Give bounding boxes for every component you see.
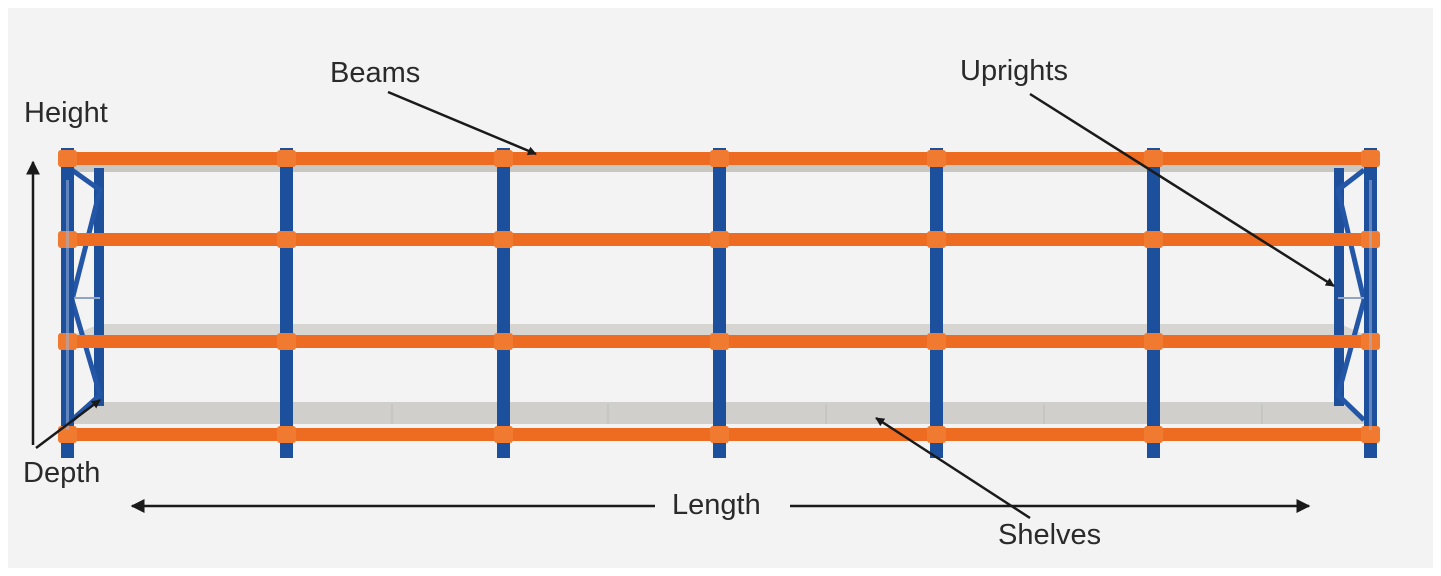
label-length: Length <box>672 489 761 521</box>
upright-front-2 <box>280 148 293 458</box>
upright-front-5 <box>930 148 943 458</box>
uprights-arrow <box>1029 92 1335 288</box>
label-height: Height <box>24 97 108 129</box>
label-depth: Depth <box>23 457 100 489</box>
label-beams: Beams <box>330 57 420 89</box>
annotation-arrows <box>26 90 1335 520</box>
rear-uprights <box>94 168 1344 406</box>
shelves-arrow <box>875 416 1031 520</box>
upright-front-6 <box>1147 148 1160 458</box>
upright-rear-left <box>94 168 104 406</box>
upright-perforations <box>66 180 1372 430</box>
depth-arrow <box>35 399 101 449</box>
upright-rear-right <box>1334 168 1344 406</box>
beams-arrow <box>387 90 537 156</box>
upright-front-3 <box>497 148 510 458</box>
annotation-labels: Beams Uprights Height Depth Length Shelv… <box>23 55 1101 551</box>
beam-connectors <box>58 150 1380 443</box>
upright-front-4 <box>713 148 726 458</box>
label-uprights: Uprights <box>960 55 1068 87</box>
label-shelves: Shelves <box>998 519 1101 551</box>
